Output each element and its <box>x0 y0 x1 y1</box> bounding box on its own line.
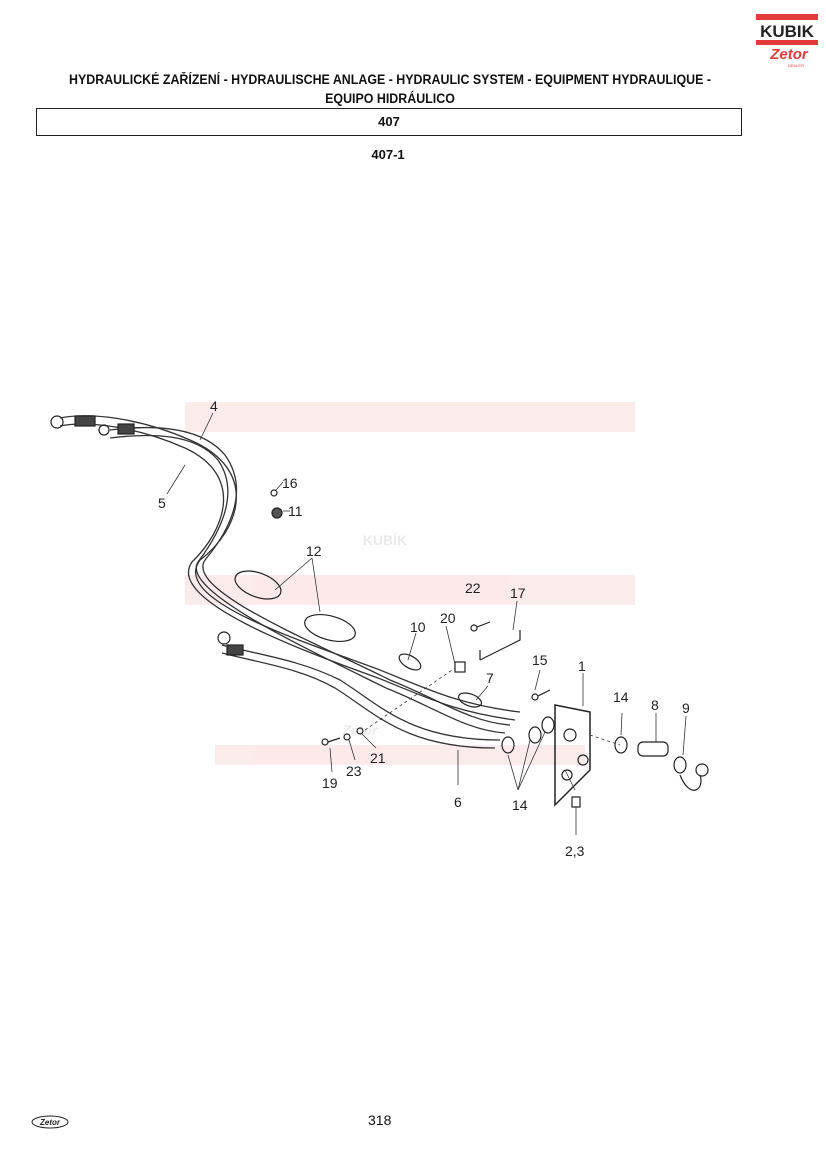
callout-23: 23 <box>346 763 362 779</box>
hoses <box>59 415 521 749</box>
subsection-number: 407-1 <box>371 147 405 162</box>
callout-10: 10 <box>410 619 426 635</box>
callout-8: 8 <box>651 697 659 713</box>
callout-14-bottom: 14 <box>512 797 528 813</box>
callout-12: 12 <box>306 543 322 559</box>
page-title: HYDRAULICKÉ ZAŘÍZENÍ - HYDRAULISCHE ANLA… <box>59 70 721 108</box>
svg-text:DEALER: DEALER <box>788 63 804 68</box>
callout-20: 20 <box>440 610 456 626</box>
callout-6: 6 <box>454 794 462 810</box>
svg-text:Zetor: Zetor <box>39 1118 61 1127</box>
title-line-2: EQUIPO HIDRÁULICO <box>325 91 455 106</box>
kubik-zetor-logo: KUBIK Zetor DEALER <box>756 14 818 68</box>
callout-17: 17 <box>510 585 526 601</box>
title-line-1: HYDRAULICKÉ ZAŘÍZENÍ - HYDRAULISCHE ANLA… <box>69 72 711 87</box>
callout-19: 19 <box>322 775 338 791</box>
hydraulic-system-diagram: KUBÍK Zetor <box>50 398 709 859</box>
callout-7: 7 <box>486 670 494 686</box>
zetor-footer-logo: Zetor <box>31 1115 69 1129</box>
callout-14-top: 14 <box>613 689 629 705</box>
callout-21: 21 <box>370 750 386 766</box>
callout-22: 22 <box>465 580 481 596</box>
svg-text:KUBIK: KUBIK <box>760 22 815 41</box>
callout-4: 4 <box>210 398 218 414</box>
leader-lines <box>166 412 687 835</box>
callout-labels: 4 5 16 11 12 22 17 20 10 15 1 7 14 8 9 2… <box>158 398 690 859</box>
callout-9: 9 <box>682 700 690 716</box>
callout-16: 16 <box>282 475 298 491</box>
callout-5: 5 <box>158 495 166 511</box>
svg-text:Zetor: Zetor <box>769 46 809 63</box>
callout-2-3: 2,3 <box>565 843 585 859</box>
svg-text:KUBÍK: KUBÍK <box>363 532 407 548</box>
callout-1: 1 <box>578 658 586 674</box>
svg-text:Zetor: Zetor <box>342 722 380 738</box>
section-number-box: 407 <box>36 108 742 136</box>
watermark: KUBÍK Zetor <box>185 402 635 765</box>
callout-11: 11 <box>288 503 303 519</box>
page-number: 318 <box>368 1112 392 1128</box>
parts <box>50 415 709 808</box>
callout-15: 15 <box>532 652 548 668</box>
